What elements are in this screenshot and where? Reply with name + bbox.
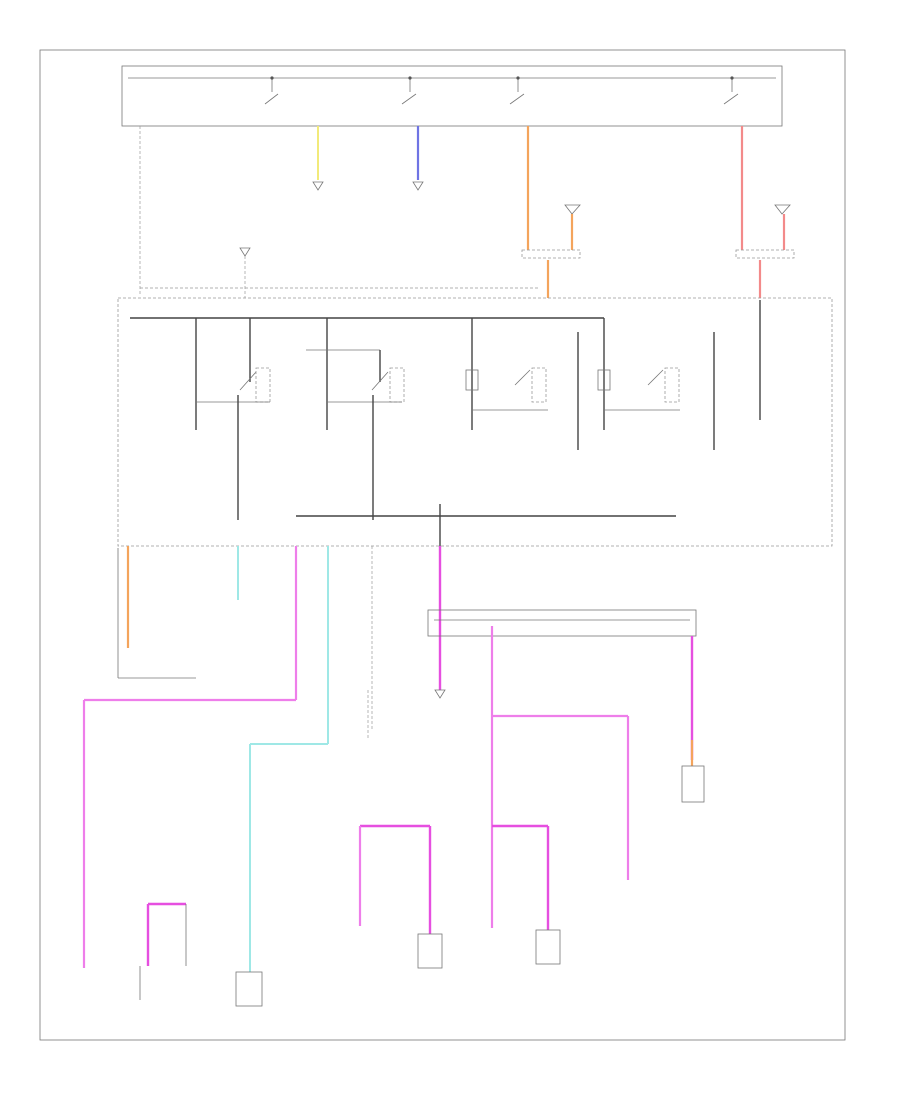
diagram-frame bbox=[39, 49, 846, 1041]
component-box-1 bbox=[235, 971, 263, 1007]
ignition-switch-block bbox=[121, 65, 783, 127]
component-box-2 bbox=[417, 933, 443, 969]
top-wires bbox=[139, 126, 795, 298]
bottom-components bbox=[235, 929, 561, 1007]
lower-wires bbox=[82, 546, 705, 1000]
under-dash-fuse-box bbox=[117, 297, 833, 547]
component-box-3 bbox=[535, 929, 561, 965]
